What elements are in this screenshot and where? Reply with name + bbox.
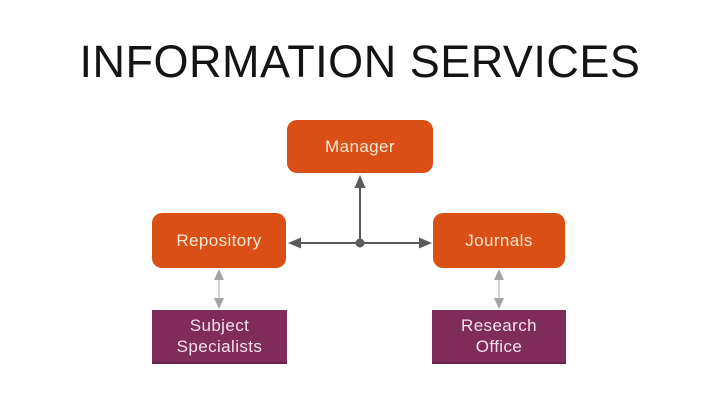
connector-repository-specialists [214,269,224,309]
node-research-office-label: Research Office [461,316,537,356]
node-subject-specialists: Subject Specialists [152,310,287,364]
junction-dot [355,238,365,248]
arrow-right-icon [419,237,432,249]
connector-manager-junction [354,175,366,243]
arrow-up-icon [214,269,224,280]
node-journals: Journals [433,213,565,268]
slide-title: INFORMATION SERVICES [79,36,641,87]
node-research-office: Research Office [432,310,566,364]
connector-repository-journals [288,237,432,249]
arrow-up-icon [354,175,366,188]
arrow-left-icon [288,237,301,249]
arrow-up-icon [494,269,504,280]
arrow-down-icon [214,298,224,309]
node-repository: Repository [152,213,286,268]
arrow-down-icon [494,298,504,309]
connector-journals-research [494,269,504,309]
node-manager-label: Manager [325,137,395,156]
node-repository-label: Repository [176,231,262,250]
node-journals-label: Journals [465,231,533,250]
node-subject-specialists-label: Subject Specialists [176,316,263,356]
node-manager: Manager [287,120,433,173]
